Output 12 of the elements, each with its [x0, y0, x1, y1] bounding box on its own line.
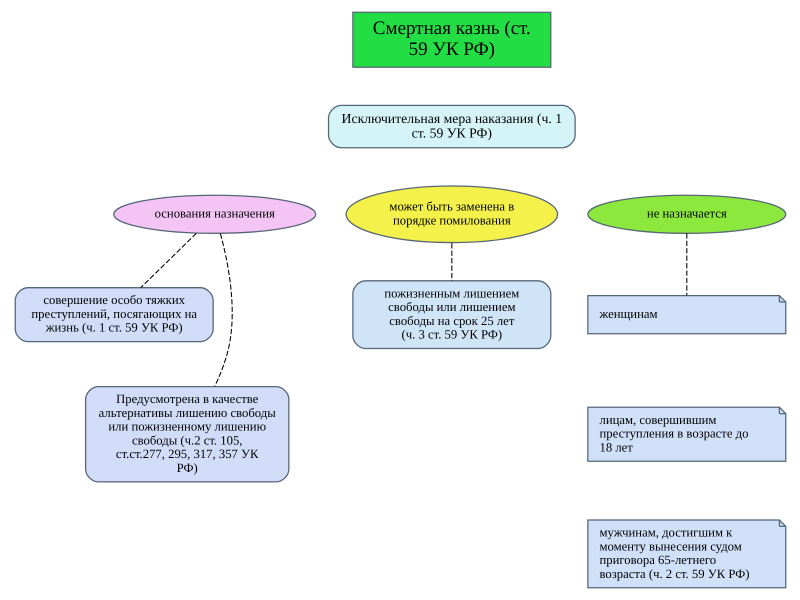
node-ellipse: может быть заменена в порядке помилования [344, 185, 558, 244]
connector [214, 234, 232, 386]
connector [140, 232, 196, 288]
node-ellipse: основания назначения [112, 194, 316, 234]
node-ellipse: не назначается [586, 194, 786, 234]
node-box: пожизненным лишением свободы или лишением свободы на срок 25 лет (ч. 3 ст. 59 УК РФ) [352, 280, 551, 350]
node-box: Предусмотрена в качестве альтернативы лишению свободы или пожизненному лишению свободы (ч.2 ст. 105, ст.ст.277, 295, 317, 357 УК РФ) [84, 386, 289, 483]
node-box: совершение особо тяжких преступлений, посягающих на жизнь (ч. 1 ст. 59 УК РФ) [14, 287, 214, 342]
connector [686, 233, 687, 296]
node-box: Исключительная мера наказания (ч. 1 ст. 59 УК РФ) [327, 104, 576, 148]
connector [450, 243, 452, 281]
node-box: Смертная казнь (ст. 59 УК РФ) [352, 12, 551, 68]
